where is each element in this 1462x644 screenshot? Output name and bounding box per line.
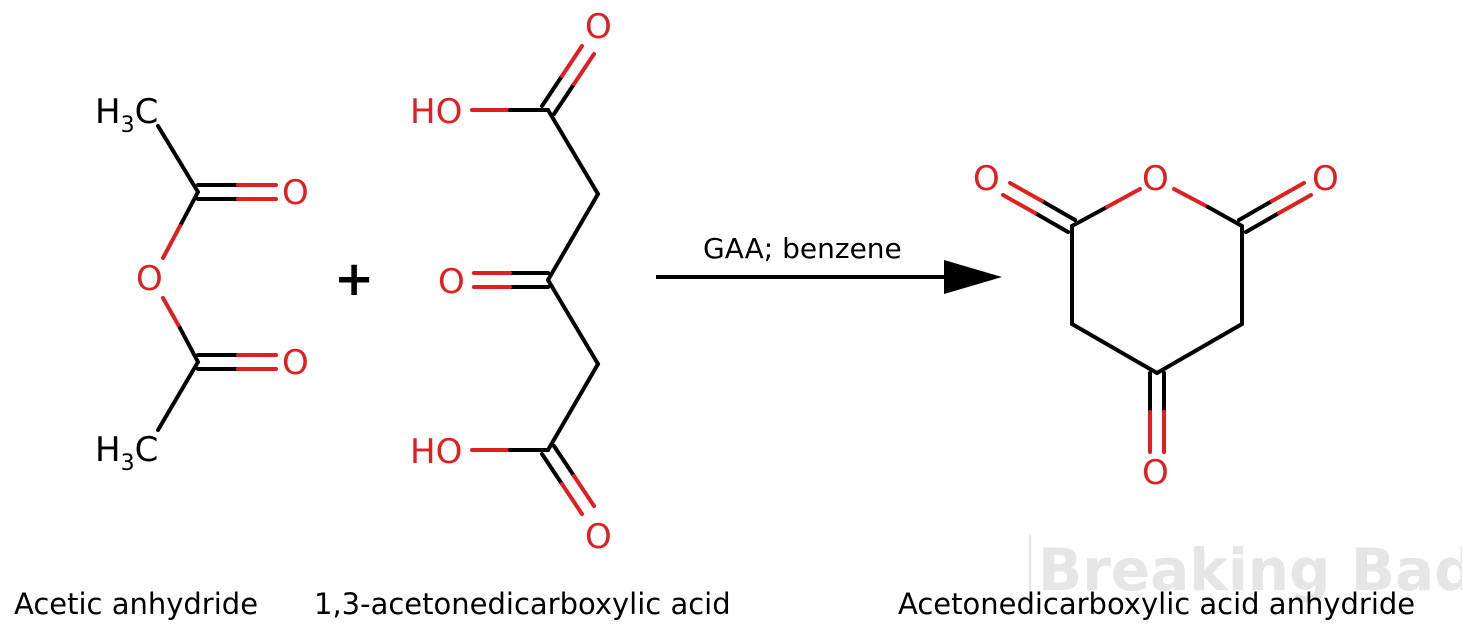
- bond-chain-3: [546, 278, 600, 366]
- atom-o-carbonyl-bottom: O: [282, 343, 309, 383]
- product-name: Acetonedicarboxylic acid anhydride: [898, 587, 1415, 621]
- bond-methyl-bottom: [156, 360, 200, 432]
- watermark: Breaking Bad: [1029, 535, 1462, 604]
- plus-sign: +: [334, 251, 374, 307]
- atom-product-o-left: O: [973, 159, 1000, 199]
- acetonedicarboxylic-acid-atoms: HO O O HO O: [410, 7, 612, 557]
- acetic-anhydride-structure: [156, 124, 278, 432]
- atom-ho-top: HO: [410, 92, 462, 132]
- bond-chain-1: [546, 108, 600, 196]
- bond-chain-4: [546, 362, 600, 452]
- bond-exo-right-a: [1237, 199, 1274, 222]
- reaction-conditions: GAA; benzene: [703, 232, 902, 265]
- bond-exo-left-a: [1040, 199, 1077, 222]
- bond-c-o-bridge-top: [178, 190, 200, 228]
- atom-o-carboxyl-bottom: O: [585, 517, 612, 557]
- atom-methyl-bottom: H3C: [95, 430, 158, 476]
- watermark-text: Breaking Bad: [1038, 536, 1462, 604]
- product-structure: [1001, 181, 1313, 454]
- reactant1-name: Acetic anhydride: [14, 587, 258, 621]
- reaction-arrow: GAA; benzene: [656, 232, 1002, 294]
- atom-o-carboxyl-top: O: [585, 7, 612, 47]
- atom-product-o-ring: O: [1142, 159, 1169, 199]
- atom-product-o-right: O: [1312, 159, 1339, 199]
- atom-ho-bottom: HO: [410, 432, 462, 472]
- bond-carboxyl-top-a: [540, 74, 564, 108]
- bond-ring-o-c-right: [1172, 187, 1210, 209]
- bond-carboxyl-bottom-b: [552, 444, 576, 478]
- bond-exo-right-b: [1244, 211, 1281, 234]
- bond-ring-c-o-left: [1070, 205, 1109, 228]
- product-atoms: O O O O: [973, 159, 1339, 493]
- bond-carboxyl-top-b: [552, 82, 576, 116]
- acetonedicarboxylic-acid-structure: [470, 44, 600, 516]
- bond-ring-bottom-left: [1070, 322, 1159, 375]
- bond-exo-left-b: [1033, 211, 1070, 234]
- bond-ring-bottom-right: [1155, 322, 1244, 375]
- acetic-anhydride-atoms: H3C O O O H3C: [95, 92, 309, 476]
- bond-chain-2: [546, 192, 600, 282]
- atom-methyl-top: H3C: [95, 92, 158, 138]
- atom-o-carbonyl-top: O: [282, 173, 309, 213]
- reactant2-name: 1,3-acetonedicarboxylic acid: [314, 587, 731, 621]
- atom-product-o-bottom: O: [1142, 453, 1169, 493]
- bond-methyl-top: [156, 124, 200, 194]
- bond-c-o-bridge-bottom: [161, 296, 182, 330]
- atom-o-ketone: O: [438, 262, 465, 302]
- bond-carboxyl-bottom-a: [540, 452, 564, 486]
- atom-o-bridge: O: [136, 259, 163, 299]
